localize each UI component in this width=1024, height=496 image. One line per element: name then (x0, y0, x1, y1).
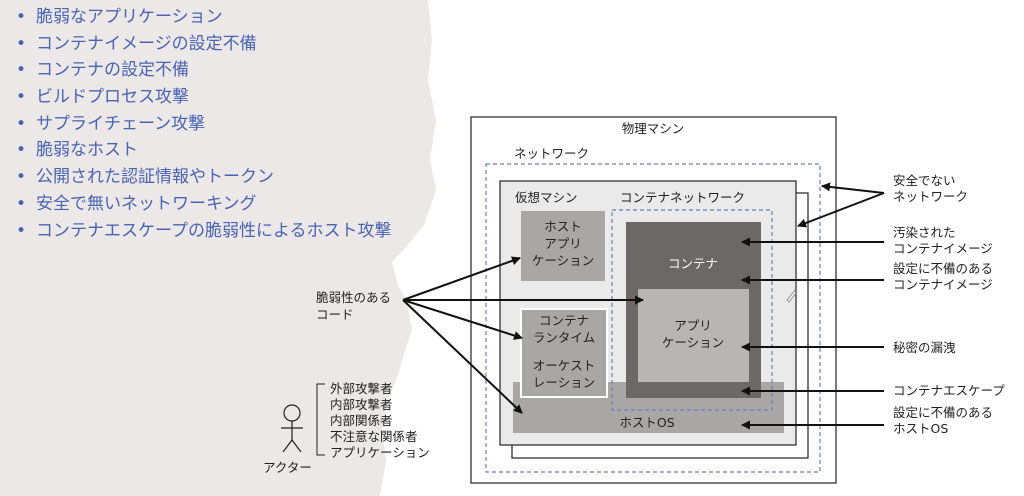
runtime-label-1: コンテナ (539, 313, 589, 328)
misconfigured-image-label-2: コンテナイメージ (893, 277, 993, 292)
network-box (485, 163, 821, 473)
threat-item: • 脆弱なホスト (0, 137, 138, 164)
threat-item-text: 安全で無いネットワーキング (36, 193, 257, 214)
secret-leak-label: 秘密の漏洩 (893, 340, 956, 355)
insecure-network-label-2: ネットワーク (893, 189, 968, 204)
threat-item-text: 公開された認証情報やトークン (36, 167, 274, 188)
threat-bullet-list: • 脆弱なアプリケーション • コンテナイメージの設定不備 • コンテナの設定不備 •… (0, 4, 391, 245)
threat-list-panel: • 脆弱なアプリケーション • コンテナイメージの設定不備 • コンテナの設定不備 •… (0, 0, 440, 496)
pencil-icon (786, 289, 798, 303)
threat-item-text: 脆弱なアプリケーション (36, 7, 223, 27)
physical-machine-label: 物理マシン (622, 121, 685, 136)
vuln-code-label-1: 脆弱性のある (316, 290, 391, 305)
threat-item: • サプライチェーン攻撃 (0, 111, 205, 138)
threat-item: • 公開された認証情報やトークン (0, 164, 274, 191)
actor-bracket (316, 383, 325, 456)
bullet-icon: • (16, 113, 27, 134)
host-app-label-2: アプリ (544, 236, 582, 251)
torn-paper-background (0, 0, 436, 496)
threat-item: • コンテナエスケープの脆弱性によるホスト攻撃 (0, 218, 391, 245)
bullet-icon: • (16, 60, 27, 81)
threat-item-text: 脆弱なホスト (36, 140, 138, 161)
threat-item: • ビルドプロセス攻撃 (0, 84, 189, 111)
vuln-code-label-2: コード (316, 307, 354, 322)
threat-item-text: コンテナエスケープの脆弱性によるホスト攻撃 (36, 220, 392, 241)
arrow-insecure-network-1 (821, 182, 885, 194)
runtime-box (520, 308, 608, 398)
tainted-image-label-1: 汚染された (893, 225, 956, 240)
runtime-label-2: ランタイム (533, 330, 595, 345)
orchestration-label-2: レーション (533, 375, 595, 390)
app-label-2: ケーション (662, 335, 724, 350)
bullet-icon: • (16, 167, 27, 188)
app-box (638, 289, 749, 382)
bullet-icon: • (16, 7, 27, 27)
actor-label: アクター (263, 460, 312, 475)
container-network-label: コンテナネットワーク (620, 190, 745, 205)
threat-item-text: コンテナイメージの設定不備 (36, 33, 257, 54)
container-escape-label: コンテナエスケープ (893, 383, 1005, 398)
actor-1: 外部攻撃者 (330, 381, 393, 396)
tainted-image-label-2: コンテナイメージ (893, 241, 993, 256)
bullet-icon: • (16, 193, 27, 214)
actor-4: 不注意な関係者 (330, 429, 418, 444)
misconfigured-host-label-1: 設定に不備のある (893, 405, 993, 420)
orchestration-label-1: オーケスト (533, 358, 596, 373)
misconfigured-host-label-2: ホストOS (893, 421, 948, 436)
host-app-label-3: ケーション (532, 253, 594, 268)
network-label: ネットワーク (514, 146, 589, 161)
arrow-vuln-hostos (402, 299, 523, 414)
container-label: コンテナ (668, 256, 718, 271)
arrow-vuln-hostapp (402, 256, 521, 301)
threat-item-text: コンテナの設定不備 (36, 60, 189, 81)
actor-5: アプリケーション (330, 445, 430, 460)
threat-item-text: ビルドプロセス攻撃 (36, 87, 189, 108)
container-network-box (611, 209, 773, 411)
bullet-icon: • (16, 33, 27, 54)
threat-item: • 脆弱なアプリケーション (0, 4, 223, 31)
bullet-icon: • (16, 140, 27, 161)
misconfigured-image-label-1: 設定に不備のある (893, 261, 993, 276)
actor-stick-figure-icon (281, 404, 303, 453)
host-app-label-1: ホスト (544, 219, 582, 234)
threat-item: • コンテナの設定不備 (0, 57, 189, 84)
bullet-icon: • (16, 220, 27, 241)
host-app-box (521, 211, 605, 281)
host-os-label: ホストOS (619, 415, 674, 430)
app-label-1: アプリ (674, 318, 712, 333)
threat-item-text: サプライチェーン攻撃 (36, 113, 206, 134)
insecure-network-label-1: 安全でない (893, 173, 956, 188)
actor-3: 内部関係者 (330, 413, 393, 428)
arrow-insecure-network-2 (797, 192, 885, 228)
arrow-vuln-runtime (402, 299, 523, 340)
virtual-machine-label: 仮想マシン (515, 190, 578, 205)
threat-item: • コンテナイメージの設定不備 (0, 31, 257, 58)
actor-2: 内部攻撃者 (330, 397, 393, 412)
bullet-icon: • (16, 87, 27, 108)
threat-item: • 安全で無いネットワーキング (0, 191, 257, 218)
